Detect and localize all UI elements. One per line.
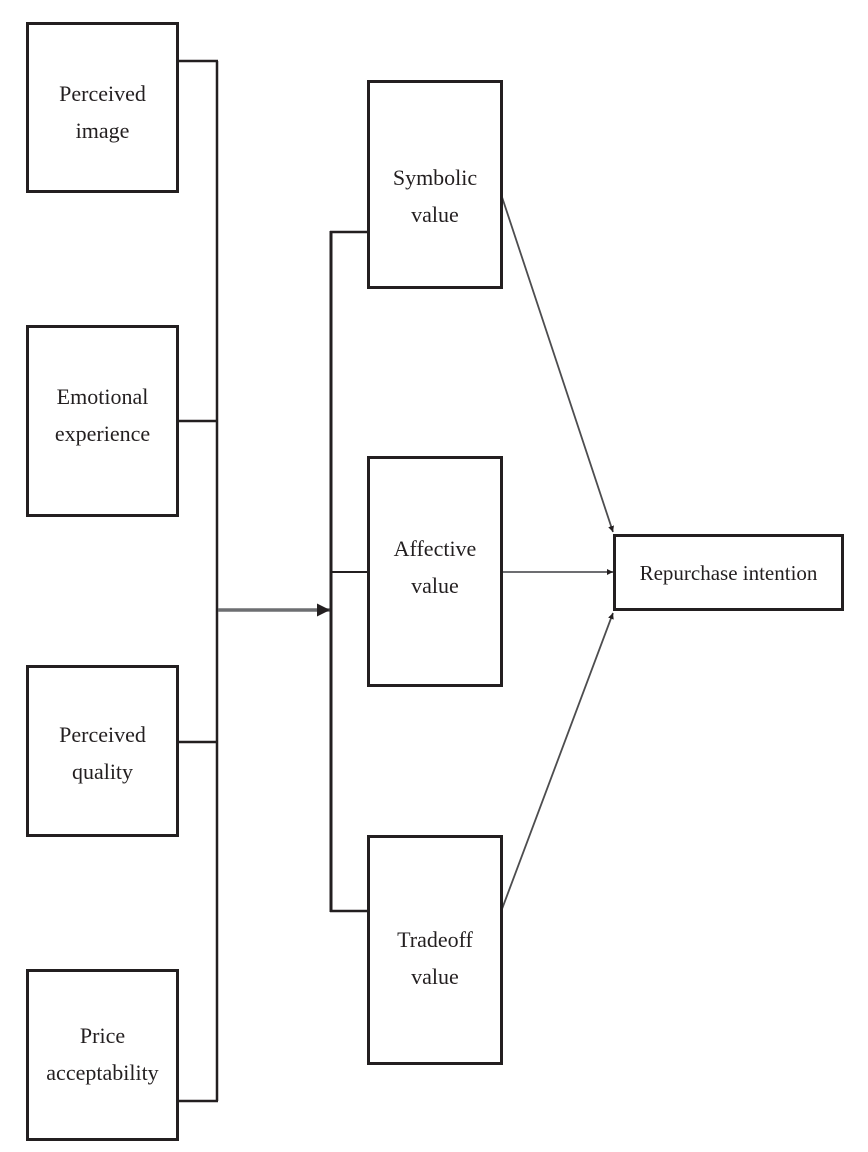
box-affective-value: Affective value	[367, 456, 503, 687]
box-label-line: experience	[54, 421, 151, 446]
box-price-acceptability: Price acceptability	[26, 969, 179, 1141]
box-label-line: Tradeoff	[397, 927, 473, 952]
symbolic-to-repurchase-arrow	[500, 193, 614, 533]
box-label-line: Affective	[393, 536, 477, 561]
box-label-line: Price	[79, 1023, 126, 1048]
box-symbolic-value: Symbolic value	[367, 80, 503, 289]
box-emotional-experience: Emotional experience	[26, 325, 179, 517]
box-label-line: quality	[71, 759, 134, 784]
box-label-line: Symbolic	[392, 165, 478, 190]
box-repurchase-intention: Repurchase intention	[613, 534, 844, 611]
box-label-line: Repurchase intention	[639, 560, 818, 585]
box-label-line: value	[411, 964, 459, 989]
box-label-line: Emotional	[56, 384, 149, 409]
box-tradeoff-value: Tradeoff value	[367, 835, 503, 1065]
box-label-line: value	[411, 202, 459, 227]
box-perceived-quality: Perceived quality	[26, 665, 179, 837]
box-label-line: Perceived	[59, 722, 146, 747]
box-label-line: Perceived	[59, 81, 146, 106]
box-label-line: acceptability	[46, 1060, 159, 1085]
box-label-line: value	[411, 573, 459, 598]
tradeoff-to-repurchase-arrow	[501, 612, 614, 910]
box-perceived-image: Perceived image	[26, 22, 179, 193]
box-label-line: image	[75, 118, 130, 143]
